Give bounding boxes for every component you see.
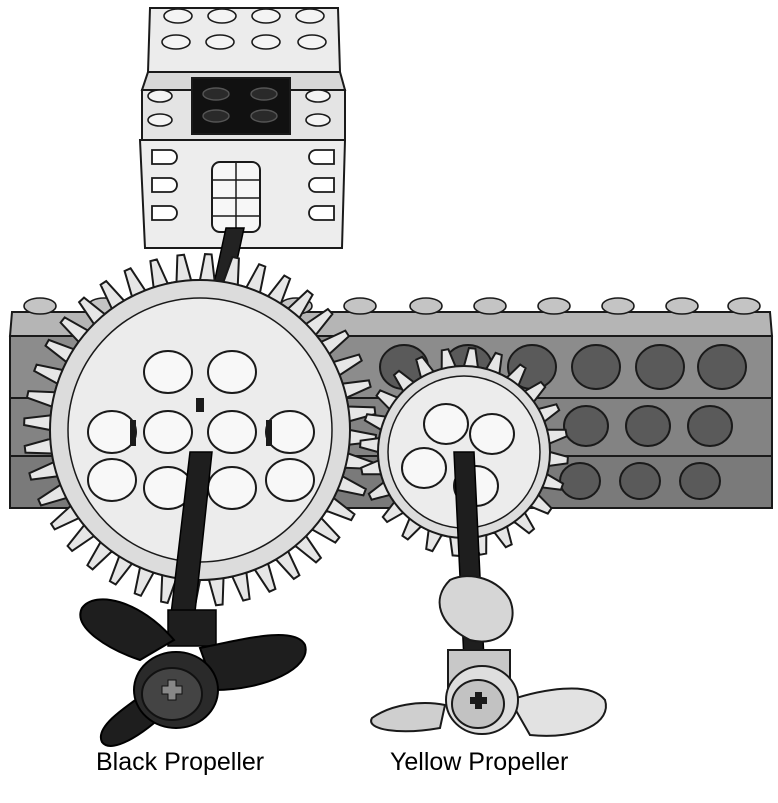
yellow-propeller-label: Yellow Propeller <box>390 748 568 777</box>
motor-block <box>140 8 345 248</box>
motor-dark-plate <box>192 78 290 134</box>
black-propeller-label: Black Propeller <box>96 748 264 777</box>
motor-output-connector <box>212 162 260 232</box>
